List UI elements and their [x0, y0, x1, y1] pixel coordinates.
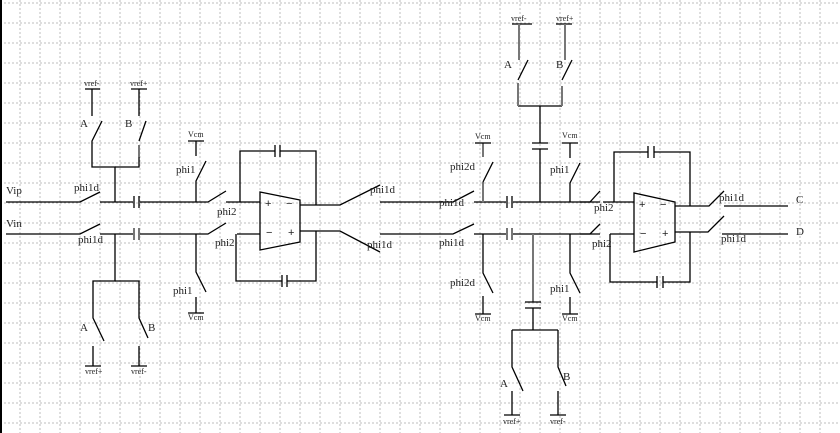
vcm-label: Vcm [475, 314, 491, 323]
vref-label: vref+ [130, 79, 148, 88]
switch-label-phi1d: phi1d [367, 239, 393, 251]
switch-label-phi1d: phi1d [719, 192, 745, 204]
ref-switch-b-top [131, 88, 147, 142]
feedback-capacitor-bottom [656, 276, 664, 288]
switch-label-b: B [563, 371, 570, 383]
feedback-capacitor-top [274, 145, 281, 157]
switch-label-phi2: phi2 [215, 237, 235, 249]
vip-wire [6, 191, 101, 203]
sampling-capacitor-bottom [506, 228, 513, 240]
sampling-capacitor-top [506, 196, 513, 208]
feedback-capacitor-top [647, 146, 655, 158]
feedback-bottom-wire [235, 231, 317, 282]
input-label-vip: Vip [6, 185, 22, 197]
phi1-switch-bottom [562, 234, 581, 315]
opamp-minus-out: − [660, 199, 666, 211]
opamp-plus-in: + [639, 199, 645, 211]
feedback-bottom-wire [609, 232, 691, 283]
output-label-c: C [796, 194, 803, 206]
opamp-1 [259, 191, 301, 251]
vref-label: vref+ [503, 417, 521, 426]
switch-label-phi1: phi1 [550, 283, 570, 295]
switch-label-a: A [80, 118, 88, 130]
vref-label: vref- [84, 79, 100, 88]
output-label-d: D [796, 226, 804, 238]
phi2d-switch-top [482, 161, 494, 183]
switch-label-b: B [125, 118, 132, 130]
vref-label: vref- [131, 367, 147, 376]
switch-label-phi1d: phi1d [439, 237, 465, 249]
output-switch-c [675, 190, 788, 207]
switch-label-a: A [504, 59, 512, 71]
switch-label-b: B [148, 322, 155, 334]
ref-switch-b-bottom [550, 330, 567, 416]
stage-2: phi1d phi1d Vcm phi2d Vcm phi2d Vcm phi1… [380, 14, 804, 426]
transfer-switch-bottom [580, 223, 601, 235]
switch-label-phi1: phi1 [173, 285, 193, 297]
reset-switch-top [188, 140, 207, 202]
switch-label-phi1: phi1 [176, 164, 196, 176]
ref-switch-a-bottom [504, 330, 524, 416]
transfer-wire [603, 201, 634, 235]
output-switch-d [675, 215, 788, 235]
ref-switch-b-bottom [115, 280, 149, 367]
feedback-capacitor-bottom [281, 275, 288, 287]
vcm-label: Vcm [562, 314, 578, 323]
opamp-plus-in: + [265, 198, 271, 210]
sampling-capacitor-top [133, 196, 140, 208]
switch-label-a: A [500, 378, 508, 390]
opamp-plus-out: + [288, 227, 294, 239]
ref-capacitor-top [532, 106, 548, 202]
vcm-label: Vcm [475, 132, 491, 141]
vref-label: vref+ [556, 14, 574, 23]
vref-label: vref- [511, 14, 527, 23]
switch-label-phi1d: phi1d [439, 197, 465, 209]
switch-label-phi2d: phi2d [450, 277, 476, 289]
vref-label: vref- [550, 417, 566, 426]
switch-label-phi2d: phi2d [450, 161, 476, 173]
stage2-top-input [380, 190, 475, 203]
opamp-minus-in: − [266, 227, 272, 239]
switch-label-phi2: phi2 [592, 238, 612, 250]
feedback-top-wire [613, 151, 691, 206]
switch-label-phi1d: phi1d [74, 182, 100, 194]
ref-node-top [115, 145, 140, 168]
ref-capacitor-bottom [525, 301, 541, 330]
input-label-vin: Vin [6, 218, 22, 230]
switch-label-phi1d: phi1d [370, 184, 396, 196]
opamp-plus-out: + [662, 228, 668, 240]
opamp-minus-in: − [640, 228, 646, 240]
switch-label-phi2: phi2 [594, 202, 614, 214]
sampling-capacitor-bottom [133, 228, 140, 240]
stage-1: Vip Vin phi1d phi1d vref- vref+ A B A B … [6, 79, 396, 376]
switch-label-a: A [80, 322, 88, 334]
switch-label-phi1d: phi1d [721, 233, 747, 245]
vref-label: vref+ [85, 367, 103, 376]
vin-wire [6, 223, 101, 235]
ref-switch-a-top [91, 89, 116, 202]
vcm-label: Vcm [562, 131, 578, 140]
switch-label-phi1: phi1 [550, 164, 570, 176]
switch-label-b: B [556, 59, 563, 71]
switch-label-phi1d: phi1d [78, 234, 104, 246]
vcm-label: Vcm [188, 130, 204, 139]
feedback-top-wire [239, 150, 317, 205]
phi2d-switch-bottom [475, 234, 494, 315]
vcm-label: Vcm [188, 313, 204, 322]
transfer-switch-top [580, 190, 601, 203]
transfer-switch-top [200, 190, 260, 203]
opamp-minus-out: − [286, 198, 292, 210]
output-switch-bottom [300, 230, 381, 253]
opamp-2 [633, 192, 676, 253]
reset-switch-bottom [188, 234, 207, 314]
ref-switch-a-top [512, 23, 532, 81]
output-switch-top [300, 184, 381, 206]
transfer-switch-bottom [200, 222, 260, 235]
switch-label-phi2: phi2 [217, 206, 237, 218]
phi1-switch-top [562, 142, 581, 202]
stage2-bottom-input [380, 223, 475, 235]
ref-switch-a-bottom [85, 234, 116, 367]
